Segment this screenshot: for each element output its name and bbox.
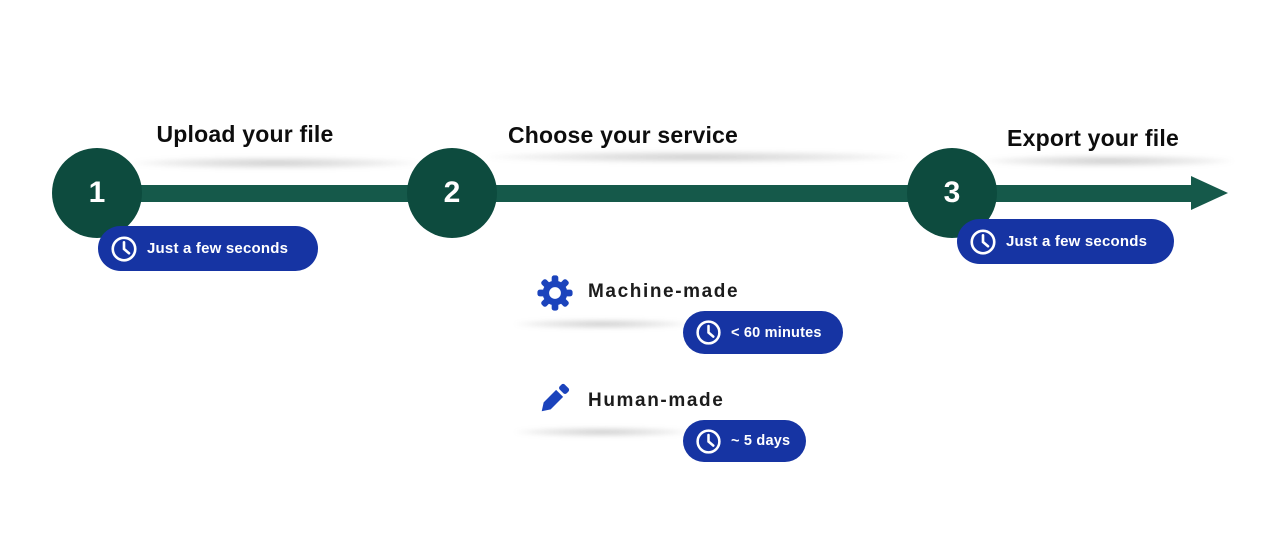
service-machine-label: Machine-made	[588, 281, 740, 302]
step-1-circle: 1	[52, 148, 142, 238]
step-2-number: 2	[443, 176, 461, 209]
step-1-time-badge: Just a few seconds	[98, 226, 318, 271]
machine-time-badge: < 60 minutes	[683, 311, 843, 354]
step-3-title: Export your file	[1007, 125, 1179, 151]
service-human-label: Human-made	[588, 390, 725, 411]
step-1-time-label: Just a few seconds	[147, 240, 289, 257]
title-shadow-3	[983, 155, 1233, 167]
title-shadow-2	[488, 151, 906, 163]
clock-icon	[696, 320, 721, 345]
arrow-right-icon	[1191, 176, 1228, 210]
human-time-badge: ~ 5 days	[683, 420, 806, 462]
step-1-title: Upload your file	[156, 121, 334, 147]
step-3-time-badge: Just a few seconds	[957, 219, 1174, 264]
timeline-bar	[95, 185, 1193, 202]
human-time-label: ~ 5 days	[731, 433, 791, 449]
machine-row-shadow	[515, 319, 690, 329]
pencil-icon	[541, 383, 570, 412]
title-shadow-1	[133, 157, 418, 169]
step-3-number: 3	[943, 176, 961, 209]
clock-icon	[111, 235, 137, 262]
human-row-shadow	[515, 427, 690, 437]
step-2-title: Choose your service	[507, 122, 739, 148]
step-2-circle: 2	[407, 148, 497, 238]
clock-icon	[696, 428, 721, 454]
machine-time-label: < 60 minutes	[731, 324, 822, 341]
step-3-time-label: Just a few seconds	[1006, 233, 1148, 250]
step-1-number: 1	[88, 176, 106, 209]
step-3-circle: 3	[907, 148, 997, 238]
clock-icon	[970, 228, 996, 255]
gear-icon	[537, 275, 573, 311]
